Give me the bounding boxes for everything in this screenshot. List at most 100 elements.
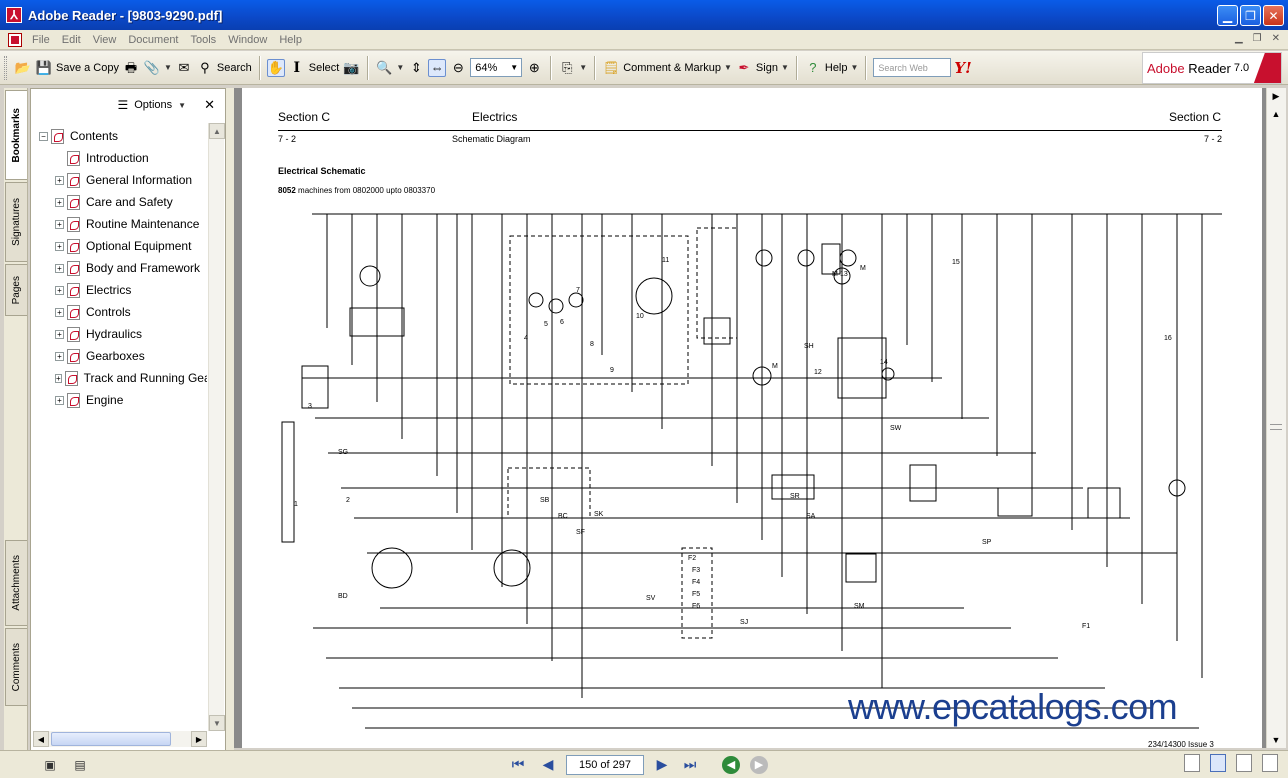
facing-layout-icon[interactable]	[1236, 754, 1252, 772]
tab-pages[interactable]: Pages	[5, 264, 27, 316]
scroll-up-icon[interactable]: ▲	[209, 123, 225, 139]
attach-paperclip-icon[interactable]: 📎	[143, 60, 161, 75]
bookmark-item[interactable]: +General Information	[35, 169, 207, 191]
open-folder-icon[interactable]: 📂	[14, 60, 32, 75]
previous-view-icon[interactable]: ◀	[722, 755, 740, 774]
tab-bookmarks[interactable]: Bookmarks	[5, 90, 27, 180]
menu-view[interactable]: View	[92, 33, 117, 46]
zoom-in-icon[interactable]: ⊕	[528, 60, 540, 75]
expand-icon[interactable]: +	[55, 263, 64, 273]
help-button[interactable]: Help	[824, 61, 848, 74]
tab-comments[interactable]: Comments	[5, 628, 27, 706]
rotate-view-icon[interactable]: ⎘	[562, 60, 573, 75]
bookmark-item[interactable]: +Optional Equipment	[35, 235, 207, 257]
comment-markup-button[interactable]: Comment & Markup	[623, 61, 721, 74]
expand-icon[interactable]: +	[55, 329, 64, 339]
zoom-tool-dropdown-icon[interactable]: ▼	[396, 63, 405, 72]
scroll-down-icon[interactable]: ▼	[1271, 735, 1281, 745]
search-button[interactable]: Search	[216, 61, 252, 74]
page-icon[interactable]: ▤	[74, 757, 86, 772]
page-number-field[interactable]: 150 of 297	[566, 754, 644, 775]
expand-icon[interactable]: +	[55, 351, 64, 361]
email-icon[interactable]: ✉	[178, 60, 190, 75]
menu-window[interactable]: Window	[228, 33, 268, 46]
panel-splitter[interactable]	[226, 88, 234, 752]
previous-page-icon[interactable]: ◀	[542, 756, 554, 772]
zoom-in-tool-icon[interactable]: 🔍	[376, 60, 393, 75]
sign-dropdown-icon[interactable]: ▼	[780, 63, 789, 72]
scroll-thumb-grip[interactable]	[1270, 424, 1282, 430]
zoom-level-field[interactable]: 64% ▼	[470, 58, 523, 77]
help-dropdown-icon[interactable]: ▼	[850, 63, 859, 72]
document-menu-icon[interactable]	[8, 32, 22, 47]
snapshot-camera-icon[interactable]: 📷	[343, 60, 360, 75]
print-icon[interactable]: 🖶	[124, 60, 138, 75]
bookmarks-horizontal-scrollbar[interactable]: ◀ ▶	[33, 731, 207, 747]
menu-file[interactable]: File	[32, 33, 50, 46]
document-viewport[interactable]: Section C Electrics Section C 7 - 2 Sche…	[234, 88, 1266, 748]
attach-dropdown-icon[interactable]: ▼	[163, 63, 172, 72]
zoom-out-icon[interactable]: ⊖	[452, 60, 464, 75]
menu-edit[interactable]: Edit	[61, 33, 81, 46]
expand-icon[interactable]: +	[55, 219, 64, 229]
comment-dropdown-icon[interactable]: ▼	[724, 63, 732, 72]
tab-signatures[interactable]: Signatures	[5, 182, 27, 262]
yahoo-logo[interactable]: Y!	[954, 58, 972, 77]
next-page-icon[interactable]: ▶	[656, 756, 668, 772]
zoom-dropdown-arrow-icon[interactable]: ▼	[510, 63, 519, 72]
bookmarks-vertical-scrollbar[interactable]: ▲ ▼	[208, 123, 225, 731]
search-web-input[interactable]: Search Web	[873, 58, 952, 77]
select-tool-button[interactable]: Select	[308, 61, 340, 74]
expand-icon[interactable]: +	[55, 285, 64, 295]
doc-restore-icon[interactable]: ❐	[1252, 33, 1262, 44]
continuous-layout-icon[interactable]	[1210, 754, 1226, 772]
bookmarks-options-button[interactable]: Options	[134, 99, 173, 111]
bookmark-item[interactable]: +Gearboxes	[35, 345, 207, 367]
bookmark-item[interactable]: +Controls	[35, 301, 207, 323]
bookmark-item[interactable]: +Electrics	[35, 279, 207, 301]
rotate-dropdown-icon[interactable]: ▼	[579, 63, 588, 72]
bookmark-item[interactable]: +Track and Running Gear	[35, 367, 207, 389]
last-page-icon[interactable]: ⏭	[683, 756, 697, 772]
bookmark-item[interactable]: Introduction	[35, 147, 207, 169]
close-panel-icon[interactable]: ✕	[204, 97, 215, 113]
display-icon[interactable]: ▣	[44, 757, 56, 772]
minimize-button[interactable]: ▁	[1217, 5, 1238, 26]
first-page-icon[interactable]: ⏮	[511, 756, 525, 772]
hand-tool-icon[interactable]: ✋	[266, 58, 285, 77]
expand-icon[interactable]: +	[55, 395, 64, 405]
restore-button[interactable]: ❐	[1240, 5, 1261, 26]
menu-help[interactable]: Help	[279, 33, 302, 46]
expand-icon[interactable]: +	[55, 373, 62, 383]
save-a-copy-button[interactable]: Save a Copy	[56, 61, 119, 74]
expand-icon[interactable]: +	[55, 175, 64, 185]
collapse-icon[interactable]: −	[39, 131, 48, 141]
toolbar-grip[interactable]	[4, 55, 7, 80]
expand-icon[interactable]: +	[55, 307, 64, 317]
scroll-page-right-icon[interactable]: ▶	[1272, 90, 1280, 101]
doc-close-icon[interactable]: ✕	[1271, 33, 1280, 44]
bookmark-item[interactable]: −Contents	[35, 125, 207, 147]
menu-tools[interactable]: Tools	[190, 33, 217, 46]
menu-document[interactable]: Document	[128, 33, 179, 46]
doc-minimize-icon[interactable]: ▁	[1234, 33, 1243, 44]
close-button[interactable]: ✕	[1263, 5, 1284, 26]
bookmark-item[interactable]: +Engine	[35, 389, 207, 411]
options-dropdown-icon[interactable]: ▼	[178, 100, 187, 110]
bookmark-item[interactable]: +Body and Framework	[35, 257, 207, 279]
bookmark-item[interactable]: +Routine Maintenance	[35, 213, 207, 235]
bookmark-item[interactable]: +Care and Safety	[35, 191, 207, 213]
expand-icon[interactable]: +	[55, 241, 64, 251]
single-page-layout-icon[interactable]	[1184, 754, 1200, 772]
scroll-up-icon[interactable]: ▲	[1271, 109, 1281, 119]
continuous-facing-layout-icon[interactable]	[1262, 754, 1278, 772]
tab-attachments[interactable]: Attachments	[5, 540, 27, 626]
sign-button[interactable]: Sign	[755, 61, 778, 74]
scroll-down-icon[interactable]: ▼	[209, 715, 225, 731]
fit-page-icon[interactable]: ⇔	[428, 58, 447, 77]
document-vertical-scrollbar[interactable]: ▶ ▲ ▼	[1266, 88, 1286, 748]
scroll-left-icon[interactable]: ◀	[33, 731, 49, 747]
bookmark-item[interactable]: +Hydraulics	[35, 323, 207, 345]
scroll-right-icon[interactable]: ▶	[191, 731, 207, 747]
actual-size-icon[interactable]: ⇕	[410, 60, 422, 75]
